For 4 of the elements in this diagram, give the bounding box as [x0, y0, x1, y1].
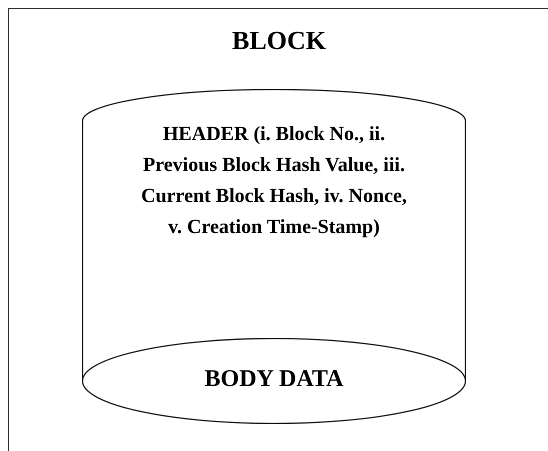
- header-text: HEADER (i. Block No., ii. Previous Block Hash Value, iii. Current Block Hash, iv. Nonce, v. Creation Time-Stamp): [140, 122, 408, 240]
- block-title: BLOCK: [231, 25, 327, 57]
- outer-frame: [8, 8, 548, 451]
- body-text: BODY DATA: [204, 365, 344, 394]
